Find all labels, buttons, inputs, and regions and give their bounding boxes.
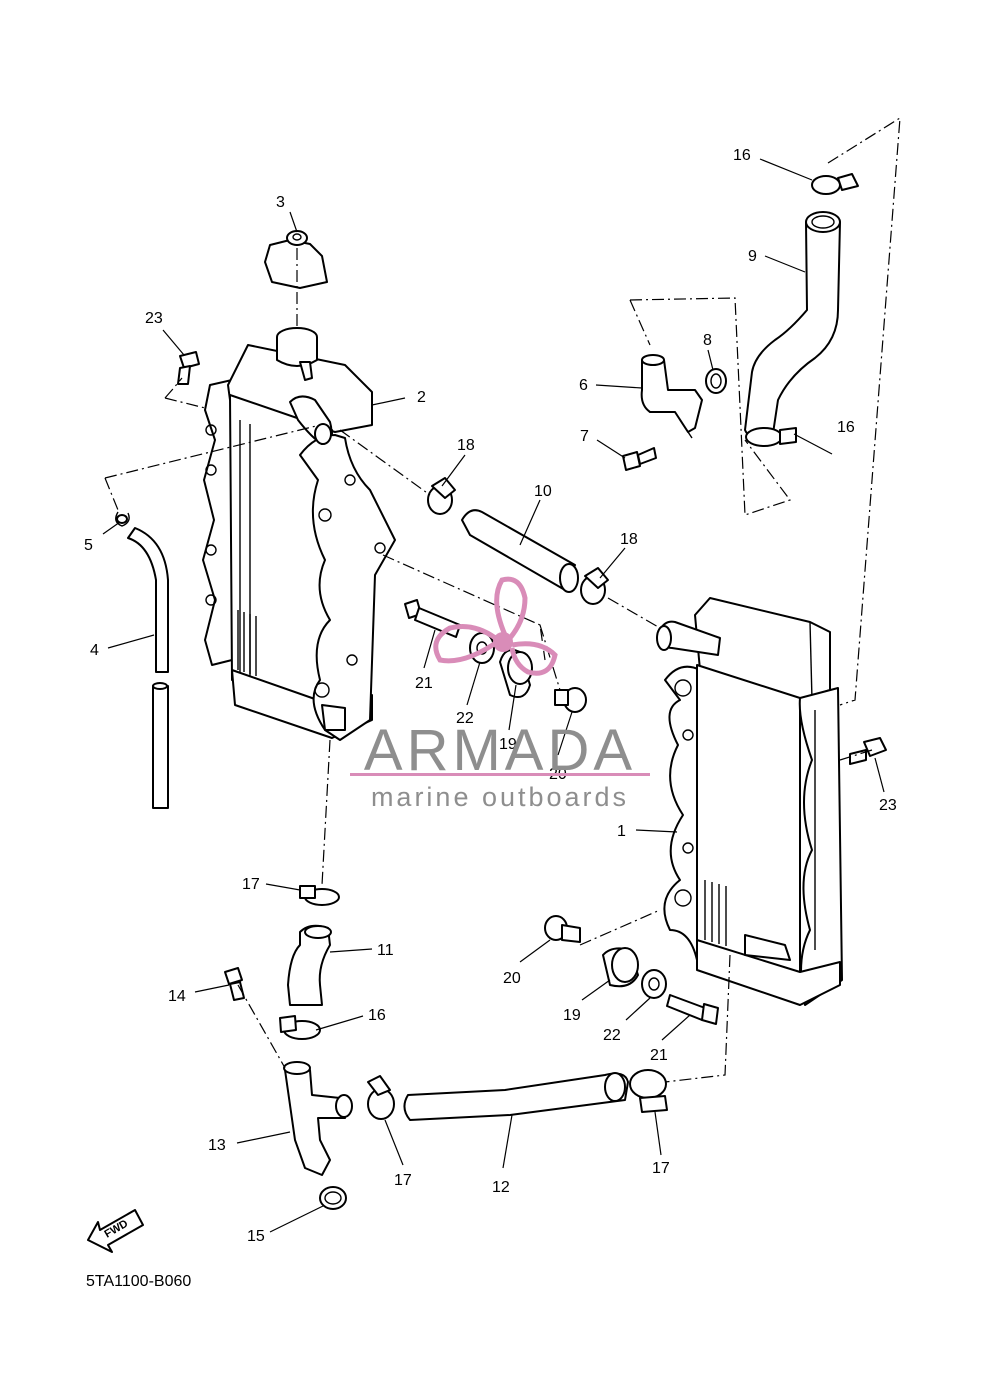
hose-clamp-16-mid xyxy=(745,427,797,447)
callout-10: 10 xyxy=(534,483,552,500)
callout-1: 1 xyxy=(617,823,626,840)
o-ring-15 xyxy=(319,1186,347,1210)
collar-20-lower xyxy=(544,915,581,943)
callout-18-upper: 18 xyxy=(457,437,475,454)
diagram-code: 5TA1100-B060 xyxy=(86,1273,191,1290)
left-radiator xyxy=(202,327,396,741)
callout-6: 6 xyxy=(579,377,588,394)
hose-clamp-16-top xyxy=(811,173,859,195)
callout-19-upper: 19 xyxy=(499,736,517,753)
callout-16-lower: 16 xyxy=(368,1007,386,1024)
forward-arrow: FWD xyxy=(87,1209,144,1253)
breather-hose-4 xyxy=(127,527,169,809)
leader-lines xyxy=(102,158,885,1233)
callout-23-left: 23 xyxy=(145,310,163,327)
right-radiator xyxy=(656,597,843,1006)
callout-17-upper: 17 xyxy=(242,876,260,893)
callout-9: 9 xyxy=(748,248,757,265)
elbow-6 xyxy=(640,354,703,439)
callout-17-lower-right: 17 xyxy=(652,1160,670,1177)
callout-8: 8 xyxy=(703,332,712,349)
hose-clamp-18-lower xyxy=(580,567,609,605)
hose-clamp-18-upper xyxy=(427,477,456,515)
hose-12 xyxy=(403,1072,629,1121)
callout-16-mid: 16 xyxy=(837,419,855,436)
callout-19-lower: 19 xyxy=(563,1007,581,1024)
callout-2: 2 xyxy=(417,389,426,406)
bolt-21-lower xyxy=(666,994,719,1025)
hose-clamp-17-lower-left xyxy=(367,1075,395,1120)
callout-16-top: 16 xyxy=(733,147,751,164)
watermark-tagline: marine outboards xyxy=(371,782,629,812)
hose-9 xyxy=(744,211,841,442)
callout-14: 14 xyxy=(168,988,186,1005)
bolt-21-upper xyxy=(404,599,461,638)
callout-23-right: 23 xyxy=(879,797,897,814)
bolt-7 xyxy=(622,447,657,471)
hose-11 xyxy=(287,924,332,1006)
callout-20-lower: 20 xyxy=(503,970,521,987)
bolt-14 xyxy=(224,967,245,1001)
callout-22-lower: 22 xyxy=(603,1027,621,1044)
pipe-13 xyxy=(283,1061,353,1176)
callout-17-lower-left: 17 xyxy=(394,1172,412,1189)
callout-numbers: 1 2 3 4 5 6 7 8 9 10 11 12 13 14 15 16 1… xyxy=(84,147,897,1245)
watermark-brand: ARMADA xyxy=(364,718,636,783)
callout-15: 15 xyxy=(247,1228,265,1245)
callout-5: 5 xyxy=(84,537,93,554)
clip-5 xyxy=(115,511,130,527)
grommet-19-lower xyxy=(602,947,639,988)
washer-22-lower xyxy=(641,969,667,999)
radiator-cap xyxy=(264,230,328,289)
callout-3: 3 xyxy=(276,194,285,211)
o-ring-8 xyxy=(705,368,727,394)
callout-13: 13 xyxy=(208,1137,226,1154)
collar-20-upper xyxy=(554,687,587,713)
callout-11: 11 xyxy=(377,942,394,959)
hose-10 xyxy=(461,509,579,593)
watermark-underline xyxy=(350,773,650,776)
callout-12: 12 xyxy=(492,1179,510,1196)
callout-21-lower: 21 xyxy=(650,1047,668,1064)
callout-18-lower: 18 xyxy=(620,531,638,548)
hose-clamp-16-lower xyxy=(279,1015,321,1040)
callout-21-upper: 21 xyxy=(415,675,433,692)
armada-watermark: ARMADA marine outboards xyxy=(350,576,650,812)
hose-clamp-17-upper xyxy=(299,885,340,906)
propeller-logo xyxy=(433,576,558,676)
callout-4: 4 xyxy=(90,642,99,659)
callout-22-upper: 22 xyxy=(456,710,474,727)
hose-clamp-17-lower-right xyxy=(629,1069,668,1113)
callout-7: 7 xyxy=(580,428,589,445)
assembly-lines xyxy=(104,116,901,1083)
